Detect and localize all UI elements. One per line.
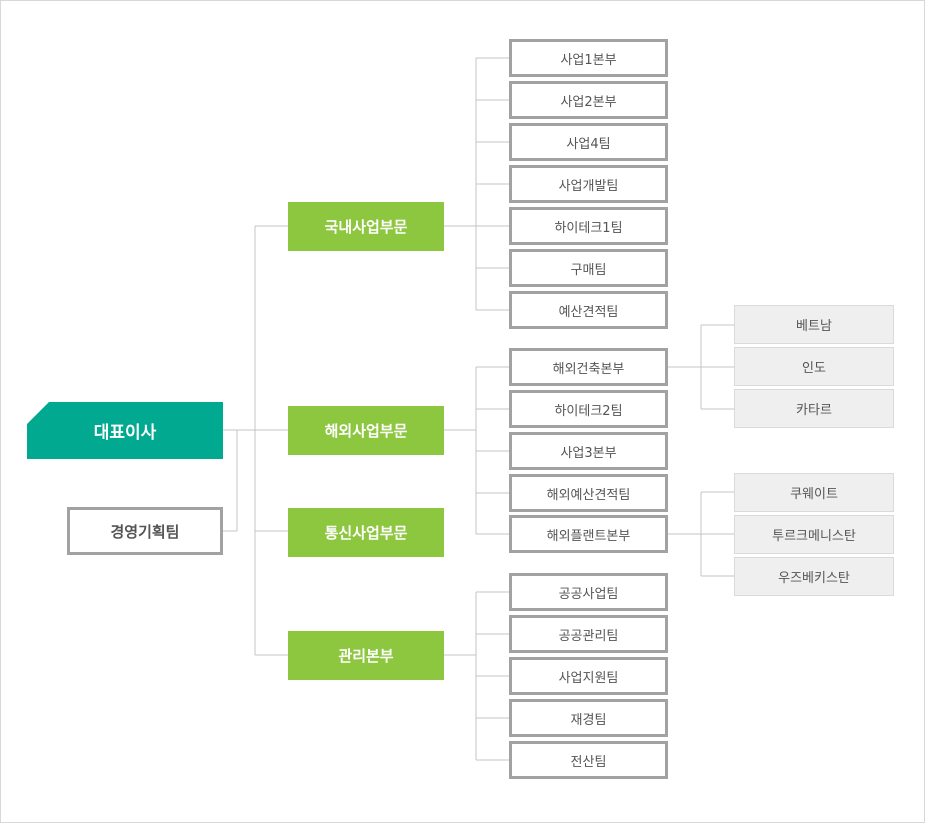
team-box: 재경팀 [509,699,668,737]
region-box: 인도 [734,347,894,386]
region-box: 투르크메니스탄 [734,515,894,554]
team-box: 공공관리팀 [509,615,668,653]
division-domestic: 국내사업부문 [288,202,444,251]
region-box: 우즈베키스탄 [734,557,894,596]
team-box: 하이테크2팀 [509,390,668,428]
team-box: 하이테크1팀 [509,207,668,245]
team-box: 해외건축본부 [509,348,668,386]
team-box: 사업개발팀 [509,165,668,203]
team-box: 예산견적팀 [509,291,668,329]
team-box: 사업4팀 [509,123,668,161]
team-box: 해외예산견적팀 [509,474,668,512]
team-box: 해외플랜트본부 [509,515,668,553]
region-box: 쿠웨이트 [734,473,894,512]
ceo-box: 대표이사 [27,402,223,459]
region-box: 베트남 [734,305,894,344]
planning-team-box: 경영기획팀 [67,507,223,555]
region-box: 카타르 [734,389,894,428]
team-box: 사업지원팀 [509,657,668,695]
team-box: 구매팀 [509,249,668,287]
division-overseas: 해외사업부문 [288,406,444,455]
team-box: 공공사업팀 [509,573,668,611]
team-box: 사업1본부 [509,39,668,77]
division-management: 관리본부 [288,631,444,680]
division-telecom: 통신사업부문 [288,508,444,557]
team-box: 전산팀 [509,741,668,779]
team-box: 사업2본부 [509,81,668,119]
team-box: 사업3본부 [509,432,668,470]
